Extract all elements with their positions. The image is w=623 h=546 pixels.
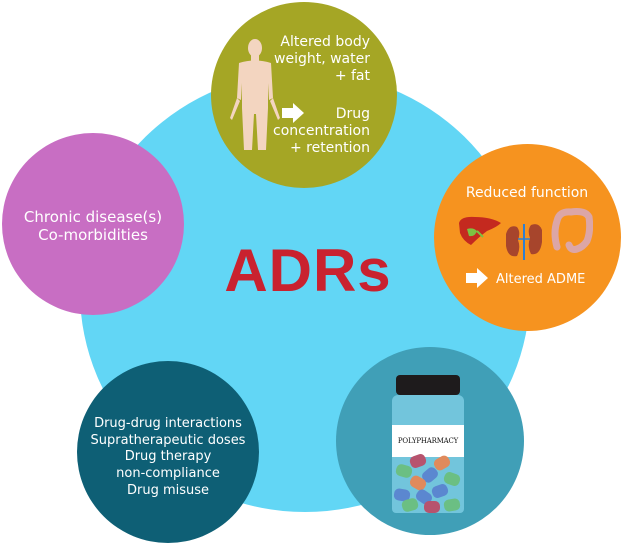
human-body-icon	[230, 39, 280, 150]
body-composition-text: Altered body weight, water + fat	[274, 34, 370, 84]
bottle-cap	[396, 375, 460, 395]
drug-use-list: Drug-drug interactions Supratherapeutic …	[80, 416, 256, 499]
list-item: Drug therapy non-compliance	[116, 449, 220, 481]
pill	[443, 497, 461, 513]
center-title: ADRs	[224, 237, 392, 304]
drug-concentration-text: Drug concentration + retention	[273, 106, 370, 156]
chronic-disease-circle	[2, 133, 184, 315]
colon-icon	[551, 208, 593, 253]
bottle-body: POLYPHARMACY	[392, 395, 464, 513]
bottle-label: POLYPHARMACY	[392, 425, 464, 457]
pill	[400, 497, 420, 513]
list-item: Drug misuse	[126, 482, 210, 498]
chronic-disease-label: Chronic disease(s)	[23, 208, 163, 226]
liver-icon	[459, 216, 501, 245]
pill	[424, 501, 440, 513]
list-item: Drug-drug interactions	[94, 416, 242, 431]
drug-use-circle	[77, 361, 259, 543]
pill-bottle-icon: POLYPHARMACY	[392, 375, 466, 513]
list-item: Supratherapeutic doses	[90, 432, 246, 448]
chronic-disease-text: Chronic disease(s) Co-morbidities	[12, 208, 174, 244]
comorbidities-label: Co-morbidities	[38, 226, 148, 244]
pill	[430, 482, 450, 500]
altered-adme-text: Altered ADME	[496, 272, 586, 287]
reduced-function-title: Reduced function	[465, 185, 589, 201]
kidneys-icon	[506, 224, 542, 260]
